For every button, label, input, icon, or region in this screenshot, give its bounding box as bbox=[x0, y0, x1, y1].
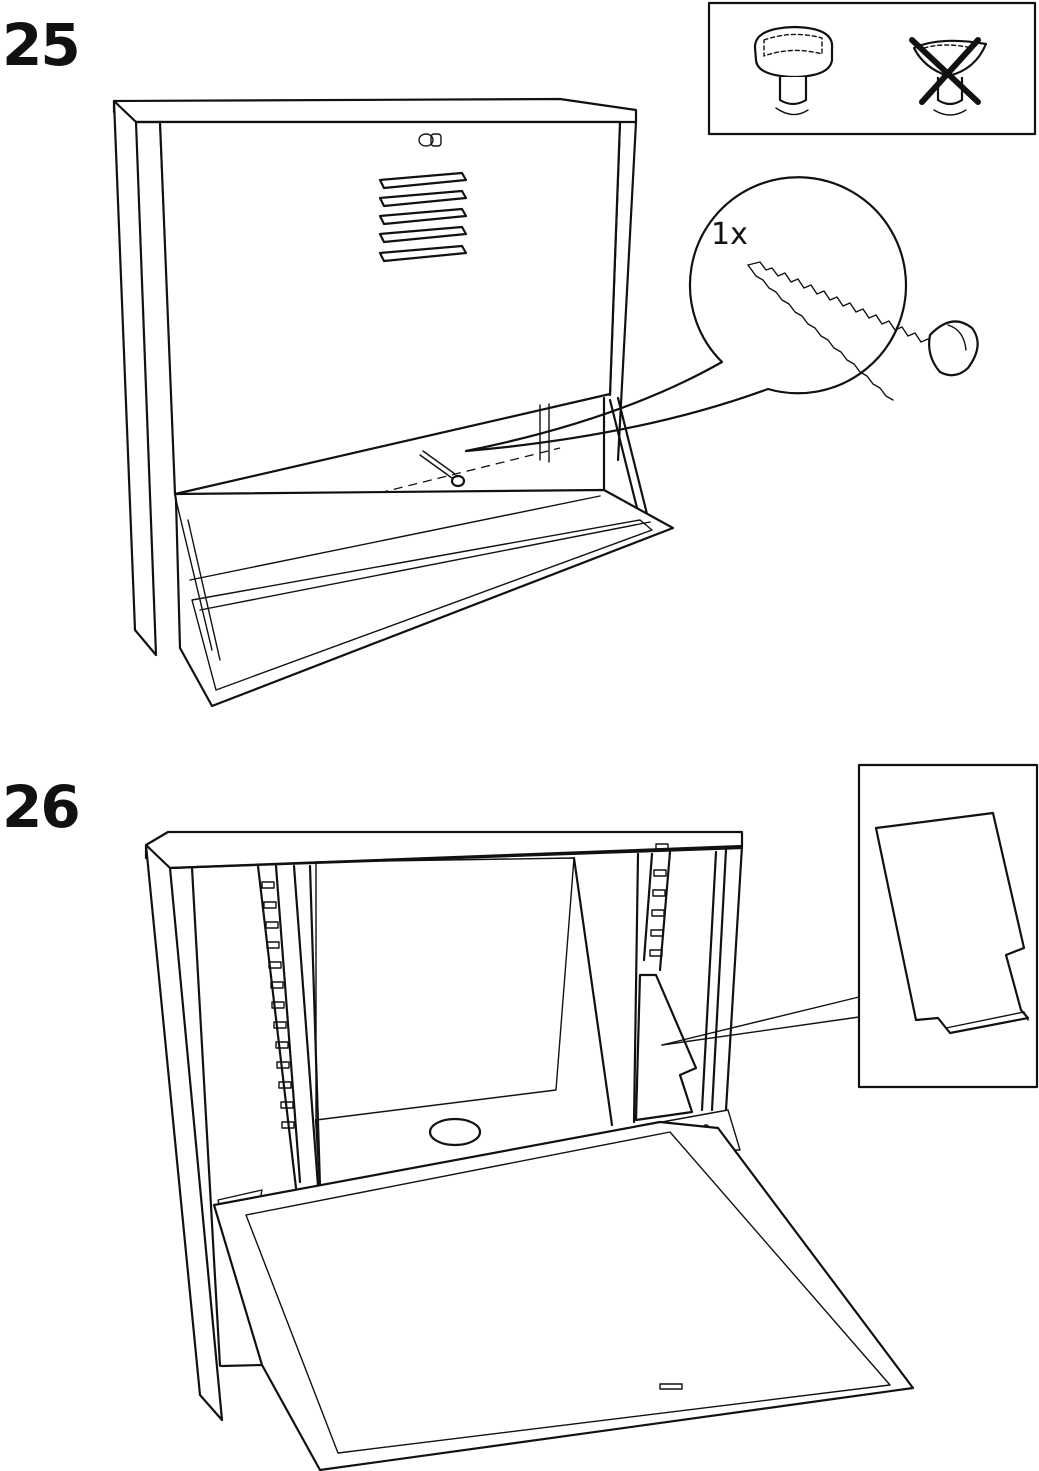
step-26-cabinet bbox=[146, 832, 913, 1470]
knob-correct-icon bbox=[755, 27, 832, 115]
shelf-insert-icon bbox=[876, 813, 1028, 1033]
screw-icon bbox=[748, 262, 978, 400]
knob-wrong-icon bbox=[912, 40, 986, 115]
knob-orientation-box bbox=[709, 3, 1035, 134]
step-25-cabinet bbox=[114, 99, 673, 706]
shelf-insert-callout bbox=[662, 765, 1037, 1087]
cable-hole-26 bbox=[430, 1119, 480, 1145]
quantity-label: 1x bbox=[711, 217, 748, 252]
left-rail bbox=[258, 866, 320, 1188]
